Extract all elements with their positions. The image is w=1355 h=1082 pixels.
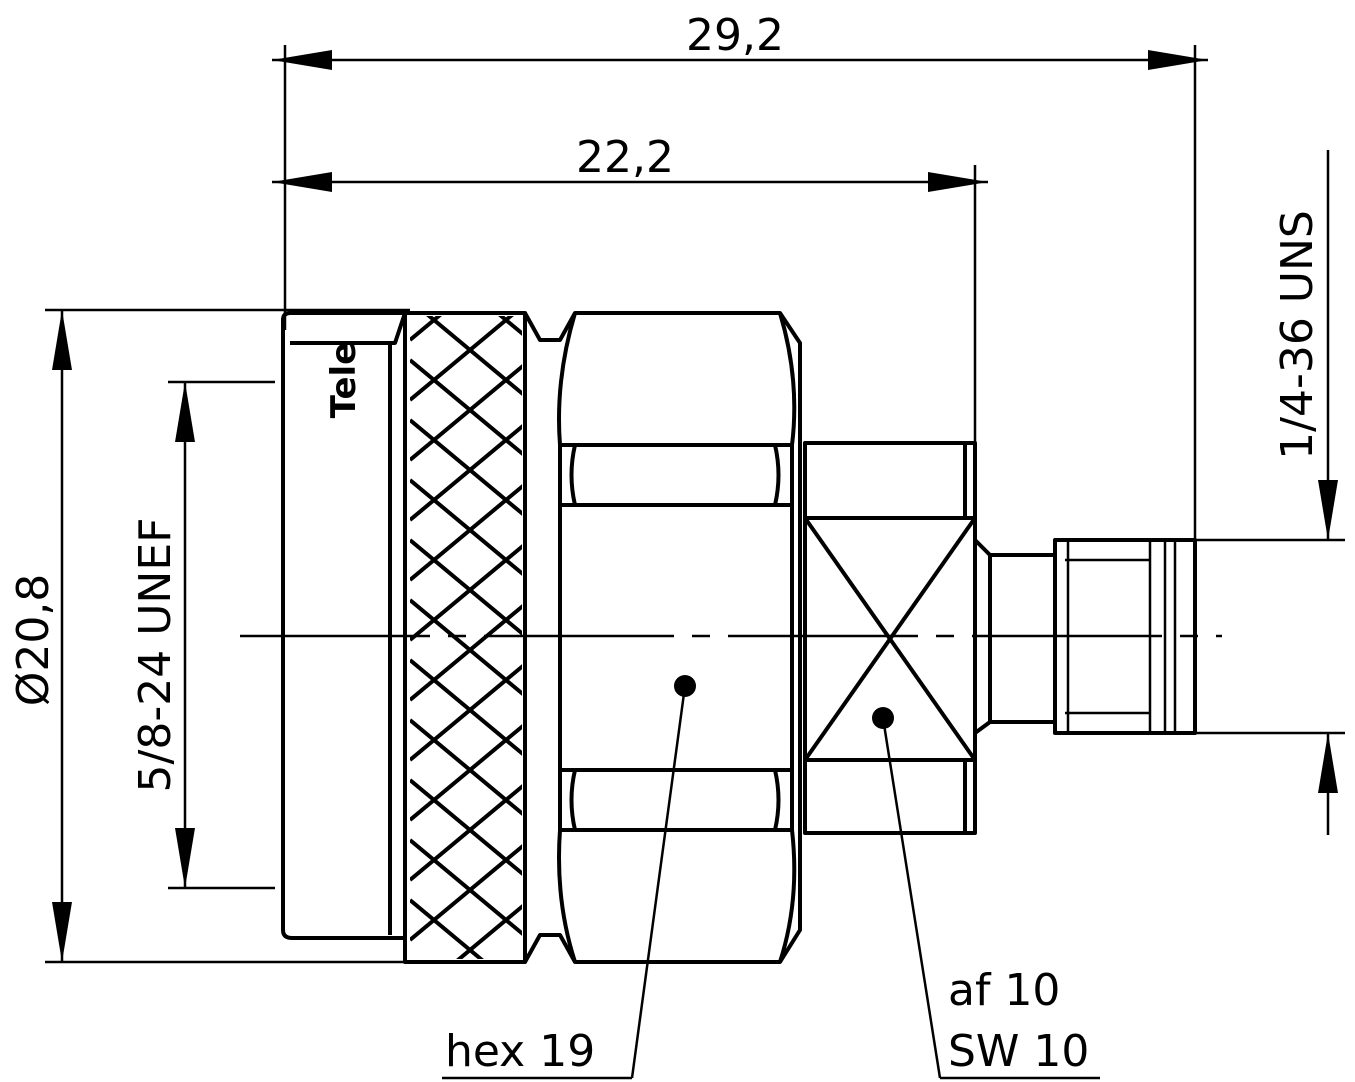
- knurl-pattern: [410, 316, 522, 959]
- hex-label: hex 19: [445, 1026, 595, 1077]
- dim-29-2-label: 29,2: [686, 10, 784, 61]
- dimension-coupling-thread: 5/8-24 UNEF: [130, 380, 275, 890]
- dim-diameter-label: Ø20,8: [8, 574, 59, 707]
- sw-label: SW 10: [948, 1026, 1089, 1077]
- dimension-diameter: Ø20,8: [8, 308, 525, 964]
- dimension-overall-length: 29,2: [272, 10, 1208, 545]
- coupling-nut: Tele: [281, 311, 527, 964]
- dimension-body-length: 22,2: [272, 132, 988, 445]
- callout-af: af 10 SW 10: [872, 707, 1100, 1080]
- dim-22-2-label: 22,2: [576, 132, 674, 183]
- logo-text: Tele: [324, 342, 364, 418]
- dim-uns-label: 1/4-36 UNS: [1272, 210, 1323, 460]
- af-label: af 10: [948, 965, 1060, 1016]
- dim-unef-label: 5/8-24 UNEF: [130, 518, 181, 793]
- wrench-flat-section: [803, 441, 977, 835]
- callout-hex: hex 19: [442, 675, 696, 1080]
- hex-body: [523, 311, 802, 964]
